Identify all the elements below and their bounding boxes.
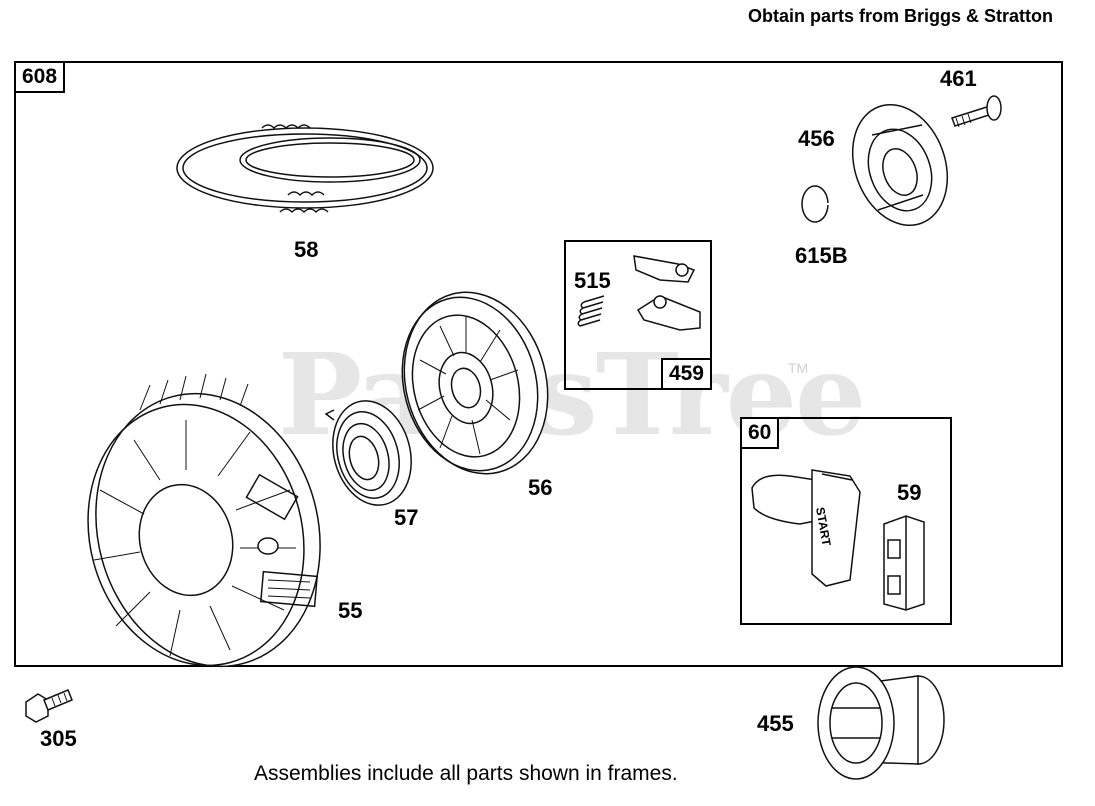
- callout-456[interactable]: 456: [798, 126, 835, 151]
- frame-tag-60[interactable]: 60: [740, 417, 780, 449]
- insert-part-59[interactable]: [883, 515, 925, 611]
- assembly-frame-608: 608: [14, 61, 1063, 667]
- watermark-trademark: TM: [788, 360, 809, 376]
- frame-tag-459[interactable]: 459: [660, 358, 712, 390]
- assembly-frame-60: 60: [740, 417, 952, 625]
- ring-part-615b[interactable]: [801, 185, 829, 223]
- callout-515[interactable]: 515: [574, 268, 611, 293]
- footer-note: Assemblies include all parts shown in fr…: [254, 762, 678, 785]
- assembly-frame-459: 459: [564, 240, 712, 390]
- housing-part-55[interactable]: [59, 368, 350, 692]
- handle-part-60[interactable]: [751, 469, 861, 587]
- spring-part-57[interactable]: [322, 392, 423, 514]
- callout-615b[interactable]: 615B: [795, 243, 848, 268]
- spring-part-515[interactable]: [577, 295, 605, 327]
- pulley-part-56[interactable]: [383, 276, 567, 490]
- callout-305[interactable]: 305: [40, 726, 77, 751]
- handle-start-label: START: [813, 506, 834, 548]
- callout-58[interactable]: 58: [294, 237, 319, 262]
- screw-part-305[interactable]: [25, 689, 73, 723]
- callout-55[interactable]: 55: [338, 598, 363, 623]
- frame-tag-608[interactable]: 608: [14, 61, 66, 93]
- callout-461[interactable]: 461: [940, 66, 977, 91]
- cup-part-455[interactable]: [817, 666, 945, 780]
- bolt-part-461[interactable]: [951, 95, 1002, 128]
- pawl-part-459[interactable]: [633, 255, 701, 331]
- header-note: Obtain parts from Briggs & Stratton: [747, 6, 1053, 26]
- callout-57[interactable]: 57: [394, 505, 419, 530]
- callout-455[interactable]: 455: [757, 711, 794, 736]
- callout-56[interactable]: 56: [528, 475, 553, 500]
- cover-part-456[interactable]: [837, 91, 964, 238]
- rope-part-58[interactable]: [176, 124, 434, 214]
- callout-59[interactable]: 59: [897, 480, 922, 505]
